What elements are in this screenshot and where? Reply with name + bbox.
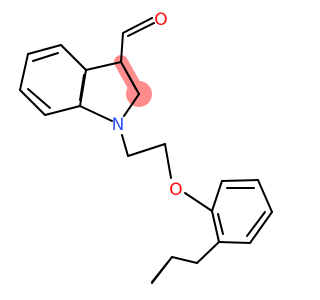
molecule-structure: O N O: [19, 10, 273, 284]
bond-cho-o-a: [122, 17, 153, 34]
bond-ch2-ch2: [127, 143, 166, 157]
bond-c5-c4: [27, 44, 62, 55]
bond-c4-c3a: [60, 44, 87, 71]
bond-n1-ch2: [121, 134, 129, 157]
bond-c7a-c7: [44, 105, 81, 116]
bond-ar-6: [211, 210, 220, 243]
bond-ar-2: [221, 179, 259, 182]
bond-cho-o-b: [127, 22, 155, 37]
bond-ch2-o: [164, 143, 172, 179]
bond-ar-1: [211, 180, 223, 212]
atom-label-nitrogen: N: [112, 115, 125, 135]
bond-c3a-c7a-inner: [79, 74, 85, 101]
bond-c3-c2-b: [125, 70, 137, 90]
bond-c2-n1: [123, 93, 140, 117]
bond-ch2-ch: [171, 256, 198, 264]
atom-label-oxygen-ether: O: [169, 180, 182, 200]
bond-c7-c6-inner: [27, 88, 51, 109]
bond-ar-6-inner: [217, 213, 224, 235]
bond-ch-ch2-b: [151, 261, 169, 283]
bond-ar-4-inner: [246, 211, 266, 237]
bond-c3-cho: [120, 32, 124, 63]
bond-o-aryl: [184, 192, 213, 212]
bonds-group: [19, 17, 273, 284]
bond-ar-5: [218, 241, 251, 244]
bond-c6-c5: [19, 53, 29, 91]
bond-ar-3: [257, 179, 273, 213]
bond-ar-ch2: [196, 241, 220, 264]
bond-n1-c7a: [79, 105, 113, 122]
bond-c3a-c3: [85, 61, 122, 71]
atom-label-oxygen-aldehyde: O: [154, 10, 167, 30]
bond-ar-4: [249, 211, 273, 244]
bond-c5-c4-inner: [32, 52, 59, 62]
bond-c7-c6: [19, 89, 46, 116]
